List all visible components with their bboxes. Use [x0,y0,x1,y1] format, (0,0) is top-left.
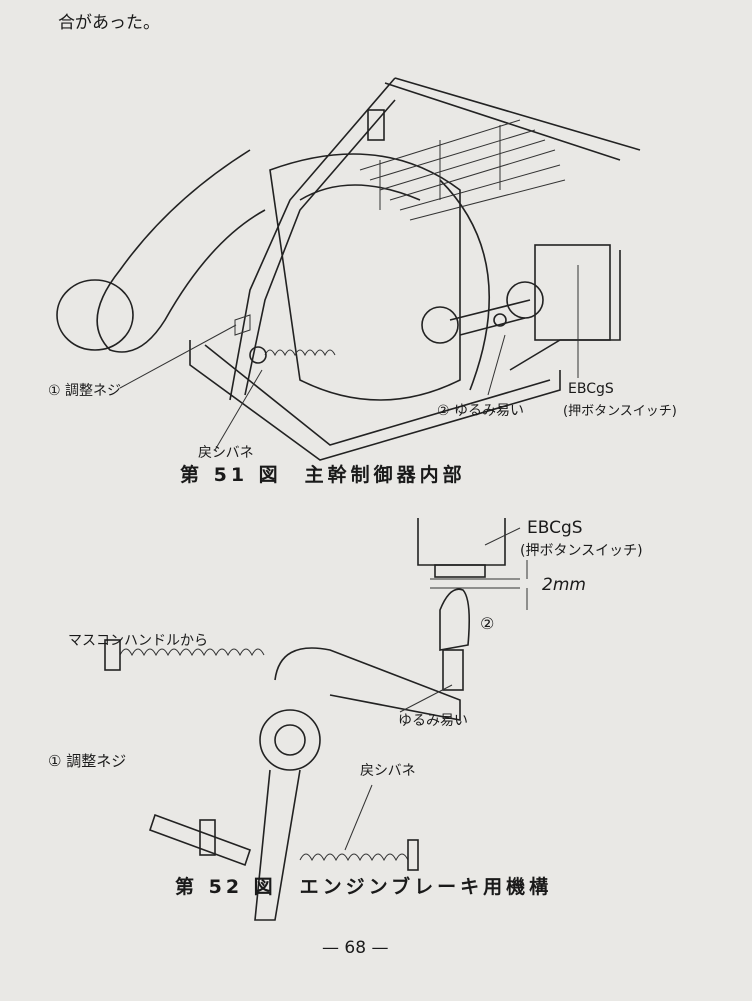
return-spring-52 [299,684,453,871]
upper-spring-52 [104,639,265,671]
fig52-switch-name: EBCgS [527,518,583,538]
fig52-switch-desc: (押ボタンスイッチ) [520,543,643,559]
adjust-screw-52 [148,813,252,867]
plunger [439,588,470,691]
page-number: — 68 — [322,938,389,958]
push-button-switch-51 [421,244,621,396]
fig51-return-spring-label: 戻シバネ [198,445,254,461]
adjust-screw-51 [119,314,251,389]
fig51-switch-desc: (押ボタンスイッチ) [563,404,677,419]
push-button-switch-52 [417,518,528,610]
brake-lever [254,647,461,921]
fig52-from-handle-label: マスコンハンドルから [68,633,208,649]
fig51-switch-name: EBCgS [568,381,614,397]
fig52-marker-2: ② [480,614,495,633]
fig51-adjust-screw-label: ① 調整ネジ [48,383,122,399]
figure-51-caption: 第 51 図 主幹制御器内部 [180,464,466,486]
return-spring-51 [214,346,336,451]
contact-fingers [359,119,566,221]
fig52-adjust-screw-label: ① 調整ネジ [48,752,127,770]
fig52-gap-label: 2mm [542,575,586,595]
lead-text: 合があった。 [58,13,160,33]
fig52-return-spring-label: 戻シバネ [360,763,416,779]
base-frame [189,340,561,461]
fig51-loosens-label: ② ゆるみ易い [437,403,525,419]
handle [56,149,266,353]
figure-52-caption: 第 52 図 エンジンブレーキ用機構 [175,876,553,898]
fig52-loosens-label: ゆるみ易い [398,713,468,729]
